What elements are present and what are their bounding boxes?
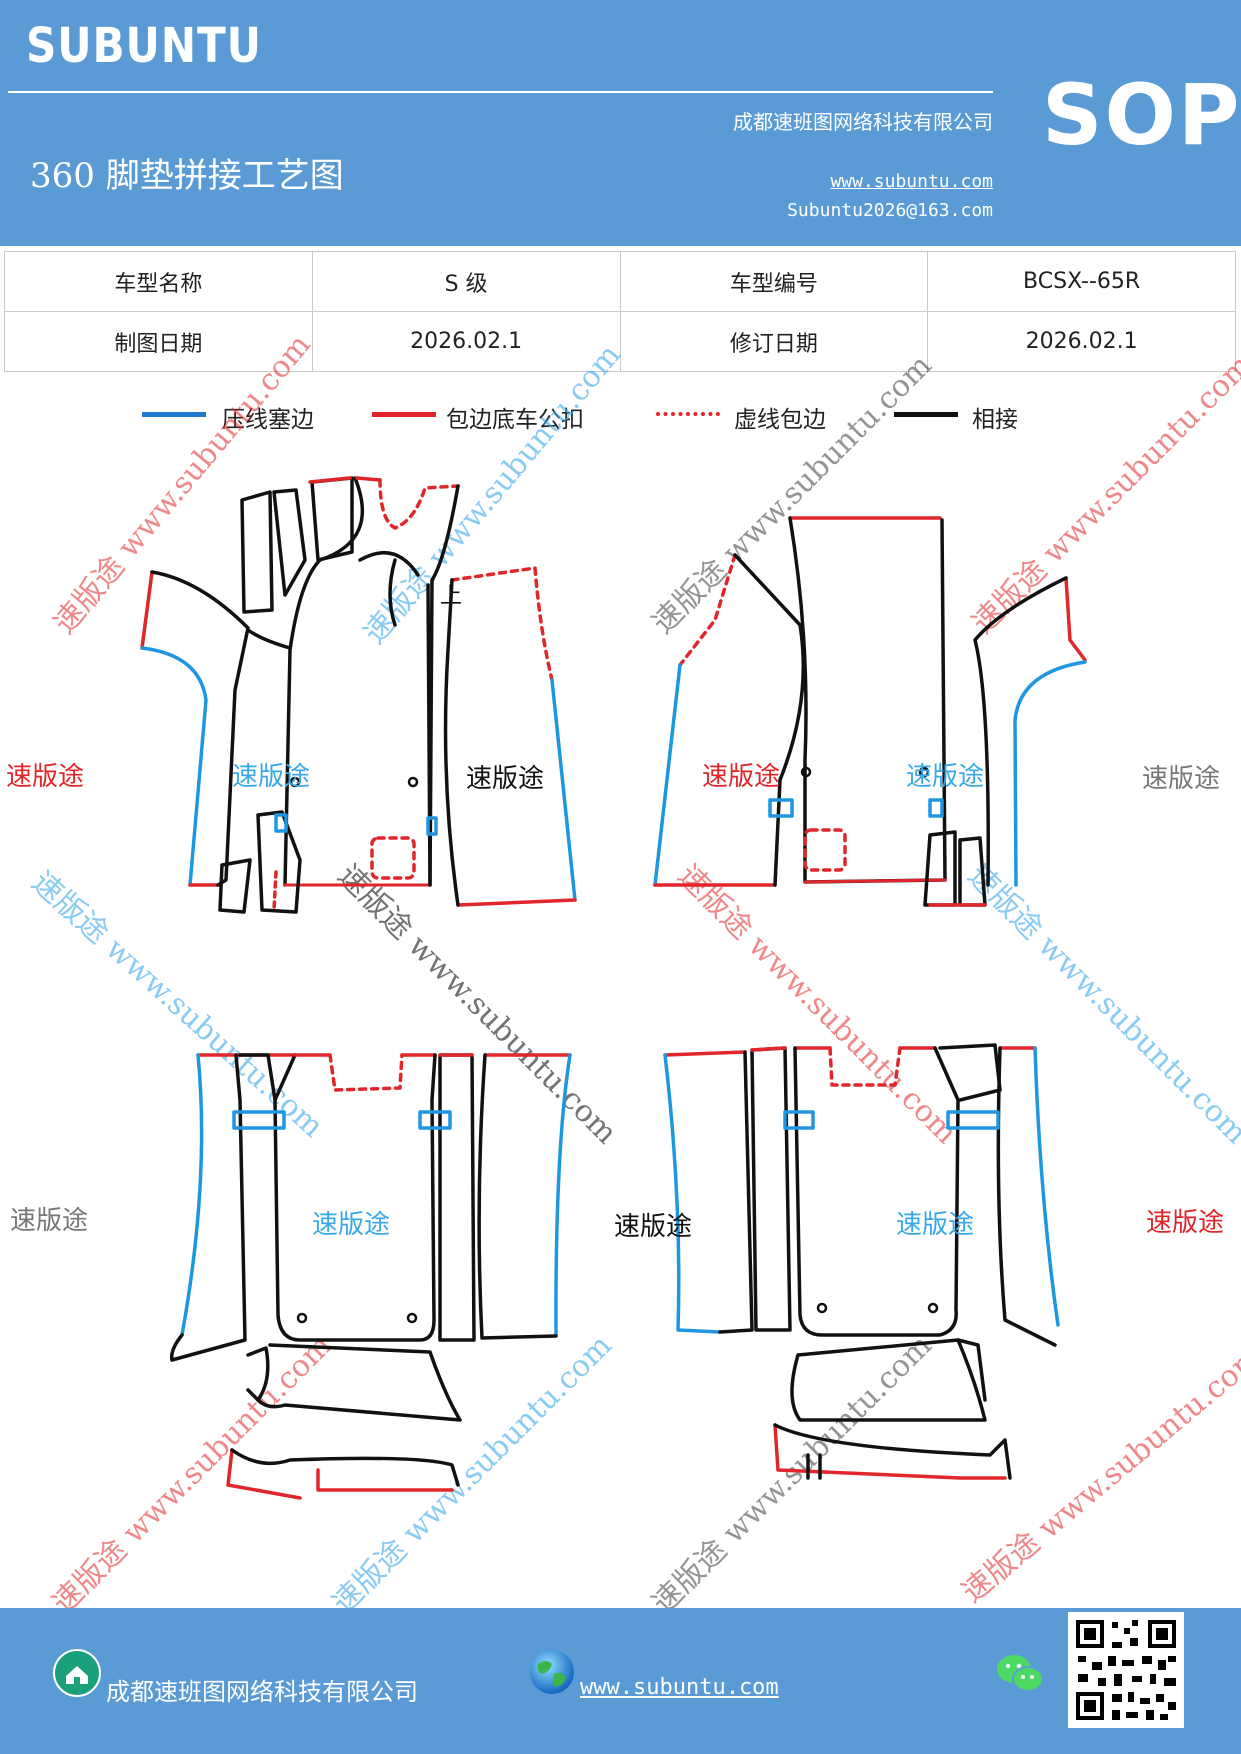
footer-website-link[interactable]: www.subuntu.com — [580, 1675, 779, 1700]
model-code-label: 车型编号 — [619, 251, 929, 312]
brand-label: 速版途 — [906, 762, 985, 792]
mat-rear-right — [663, 1043, 1060, 1480]
legend-swatch-dotted — [656, 412, 720, 416]
brand-label: 速版途 — [232, 762, 311, 792]
brand-label: 速版途 — [1142, 764, 1221, 794]
model-name-value: S 级 — [311, 251, 621, 312]
up-mark: 上 — [440, 584, 463, 609]
brand-label: 速版途 — [10, 1206, 89, 1236]
footer-company-name: 成都速班图网络科技有限公司 — [106, 1678, 418, 1706]
website-link[interactable]: www.subuntu.com — [830, 171, 993, 192]
brand-label: 速版途 — [6, 762, 85, 792]
model-name-label: 车型名称 — [4, 251, 313, 312]
legend-label-joint: 相接 — [972, 407, 1018, 433]
table-row: 车型名称 S 级 车型编号 BCSX--65R — [4, 251, 1236, 312]
vehicle-info-table: 车型名称 S 级 车型编号 BCSX--65R 制图日期 2026.02.1 修… — [4, 251, 1236, 372]
brand-label: 速版途 — [702, 762, 781, 792]
brand-label: 速版途 — [312, 1210, 391, 1240]
mat-front-right — [653, 516, 1087, 907]
header-band: SUBUNTU SOP 成都速班图网络科技有限公司 360 脚垫拼接工艺图 ww… — [0, 0, 1241, 246]
page-title: 360 脚垫拼接工艺图 — [30, 156, 344, 196]
draw-date-value: 2026.02.1 — [311, 311, 621, 372]
header-divider — [8, 91, 993, 93]
legend-swatch-black — [894, 412, 958, 417]
sop-badge: SOP — [1042, 66, 1241, 164]
revise-date-value: 2026.02.1 — [927, 311, 1236, 372]
brand-label: 速版途 — [1146, 1208, 1225, 1238]
legend-swatch-red — [372, 412, 436, 417]
draw-date-label: 制图日期 — [4, 311, 313, 372]
qr-code[interactable] — [1068, 1612, 1184, 1728]
legend-label-binding: 包边底车公扣 — [446, 407, 584, 433]
table-row: 制图日期 2026.02.1 修订日期 2026.02.1 — [4, 311, 1236, 372]
model-code-value: BCSX--65R — [927, 251, 1236, 312]
brand-label: 速版途 — [614, 1212, 693, 1242]
globe-icon — [530, 1650, 574, 1694]
email-address: Subuntu2026@163.com — [787, 200, 993, 221]
brand-label: 速版途 — [466, 764, 545, 794]
legend-swatch-blue — [142, 412, 206, 417]
company-name: 成都速班图网络科技有限公司 — [733, 110, 993, 134]
brand-label: 速版途 — [896, 1210, 975, 1240]
legend-label-pressline: 压线塞边 — [222, 407, 314, 433]
mat-rear-left — [169, 1053, 572, 1500]
company-icon — [53, 1649, 101, 1697]
brand-logo: SUBUNTU — [26, 18, 262, 74]
mat-front-left — [140, 476, 577, 914]
legend-label-dotted: 虚线包边 — [734, 407, 826, 433]
revise-date-label: 修订日期 — [619, 311, 929, 372]
wechat-icon — [997, 1655, 1044, 1692]
